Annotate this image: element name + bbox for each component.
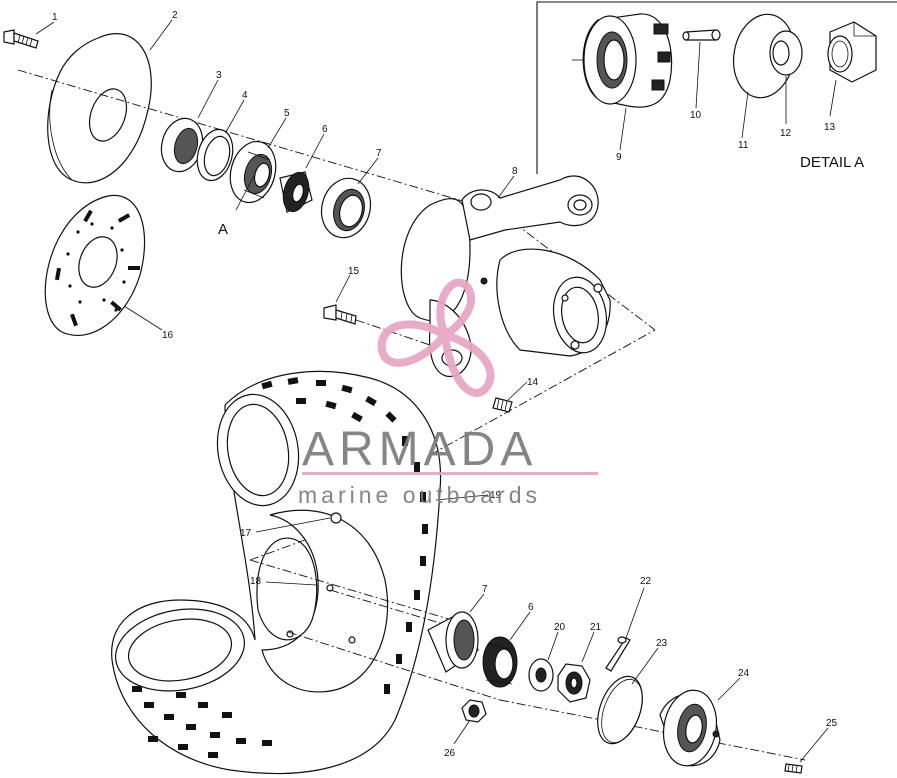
label-11: 11 [738,140,749,151]
part-9-hub-adapter [572,13,673,108]
watermark-tagline: marine outboards [298,482,541,508]
label-6: 6 [322,124,328,135]
armada-watermark: ARMADA marine outboards [298,278,598,508]
label-20: 20 [554,622,566,633]
callout-a: A [218,221,228,238]
part-12-washer [769,30,803,76]
part-13-nut [827,21,877,83]
leader-lines [35,19,837,763]
watermark-rule [302,472,598,475]
part-10-pin [682,29,721,41]
part-3-race [160,117,204,173]
label-16: 16 [162,330,174,341]
label-22: 22 [640,576,652,587]
label-9: 9 [616,152,622,163]
label-1: 1 [52,12,58,23]
armada-logo-icon [377,278,495,397]
label-18: 18 [250,576,262,587]
label-23: 23 [656,638,668,649]
part-7b-cup [427,611,479,673]
label-12: 12 [780,128,792,139]
label-4: 4 [242,90,248,101]
label-24: 24 [738,668,750,679]
label-19: 19 [490,490,502,501]
part-6b-roller-bearing [482,636,518,688]
detail-a-box: DETAIL A [536,1,897,174]
part-labels: 1 2 3 4 5 6 7 8 9 10 11 12 13 14 15 16 1… [52,10,838,759]
part-25-screw [784,763,803,774]
part-8-knuckle [400,175,611,378]
part-5-bearing [229,140,277,204]
label-5: 5 [284,108,290,119]
part-14-stud [492,397,513,413]
part-20-washer [528,658,554,692]
part-6-roller-bearing [279,171,313,213]
part-2-disc [47,33,152,184]
part-1-bolt [3,29,39,49]
label-13: 13 [824,122,836,133]
label-8: 8 [512,166,518,177]
label-14: 14 [527,377,539,388]
label-26: 26 [444,748,456,759]
detail-a-caption: DETAIL A [800,154,864,171]
part-24-hub-cap [659,689,721,767]
part-4-seal [196,128,234,182]
label-6b: 6 [528,602,534,613]
label-25: 25 [826,718,838,729]
label-15: 15 [348,266,360,277]
part-23-o-ring [597,675,643,745]
label-7: 7 [376,148,382,159]
label-21: 21 [590,622,602,633]
part-16-brake-rotor [44,194,146,337]
label-3: 3 [216,70,222,81]
label-2: 2 [172,10,178,21]
part-22-cotter-pin [605,636,631,672]
part-7-cup [320,177,372,239]
label-17: 17 [240,528,252,539]
watermark-brand: ARMADA [302,423,537,476]
label-10: 10 [690,110,702,121]
part-26-lug-nut [461,699,487,723]
label-7b: 7 [482,584,488,595]
part-21-castle-nut [557,663,591,703]
part-15-bolt [323,304,431,346]
